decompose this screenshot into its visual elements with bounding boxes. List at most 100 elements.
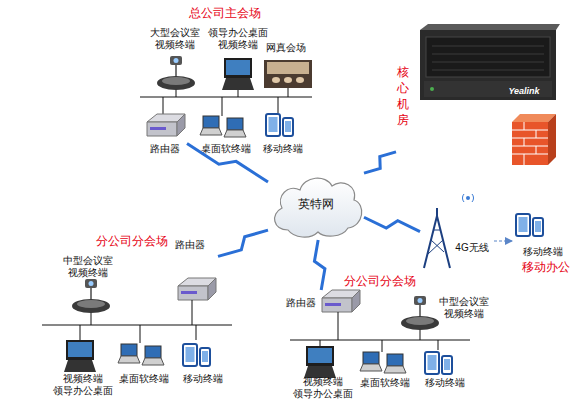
node-label: 桌面软终端	[195, 143, 257, 155]
firewall-mortar	[536, 130, 537, 138]
terminal-node: 桌面软终端	[355, 344, 415, 390]
terminal-node: 中型会议室 视频终端	[400, 294, 492, 330]
terminal-node: 中型会议室 视频终端	[58, 254, 118, 314]
node-label: 移动终端	[420, 377, 470, 389]
mobile-icon	[516, 214, 543, 236]
node-label: 视频终端 领导办公桌面	[288, 376, 358, 400]
lightning-link	[218, 230, 268, 256]
mobile-icon	[266, 114, 293, 136]
node-label: 路由器	[143, 143, 187, 155]
node-label: 路由器	[172, 239, 208, 251]
lan-drop	[196, 325, 197, 340]
tower-brace	[428, 240, 443, 254]
firewall-front	[512, 122, 548, 165]
telepresence-photo	[264, 60, 312, 88]
terminal-node: 大型会议室 视频终端	[145, 26, 205, 92]
lan-drop	[278, 97, 279, 113]
node-label: 英特网	[268, 197, 364, 211]
tower-leg	[424, 216, 437, 268]
server-body	[420, 30, 556, 100]
router-node: 路由器	[284, 290, 360, 316]
site-group: 总公司主会场大型会议室 视频终端领导办公桌面 视频终端网真会场路由器桌面软终端移…	[135, 3, 317, 163]
lan-drop	[91, 313, 92, 325]
terminal-node: 领导办公桌面 视频终端	[205, 26, 271, 94]
lan-drop	[192, 300, 193, 325]
telepresence-person	[284, 77, 292, 83]
lan-drop	[420, 330, 421, 340]
lightning-link	[364, 152, 396, 173]
node-label: 移动终端	[258, 143, 308, 155]
server-vent	[432, 70, 544, 71]
lan-drop	[382, 340, 383, 352]
firewall-mortar	[536, 146, 537, 154]
terminal-node: 视频终端 领导办公桌面	[288, 344, 358, 400]
node-label: 视频终端 领导办公桌面	[48, 373, 118, 397]
desk-terminal-icon	[64, 340, 96, 372]
signal-arc	[462, 194, 464, 202]
lan-bus	[140, 97, 312, 98]
node-label: 移动办公	[512, 260, 580, 274]
internet-cloud: 英特网	[268, 170, 364, 240]
firewall-side	[548, 114, 556, 165]
laptop-icon	[360, 352, 406, 373]
lan-drop	[140, 325, 141, 343]
terminal-node: 网真会场	[258, 40, 314, 90]
lan-drop	[163, 97, 164, 114]
terminal-node: 移动终端	[178, 338, 228, 390]
node-label: 移动终端	[178, 373, 228, 385]
server-strip	[424, 81, 552, 97]
terminal-node: 桌面软终端	[115, 338, 173, 390]
firewall-mortar	[524, 154, 525, 165]
node-label: 桌面软终端	[115, 373, 173, 385]
terminal-node: 视频终端 领导办公桌面	[48, 338, 118, 398]
terminal-node: 移动终端	[420, 344, 470, 390]
tower-leg	[437, 216, 450, 268]
firewall-mortar	[512, 146, 548, 147]
node-label: 中型会议室 视频终端	[58, 255, 118, 279]
signal-arc	[472, 194, 474, 202]
tower-antenna	[436, 208, 438, 216]
mobile-icon	[183, 344, 210, 366]
terminal-node: 桌面软终端	[195, 110, 257, 156]
telepresence-person	[272, 77, 280, 83]
lan-bus	[290, 340, 470, 341]
server-vent	[432, 62, 544, 63]
firewall-mortar	[524, 122, 525, 130]
lan-drop	[338, 312, 339, 340]
server-vent	[432, 46, 544, 47]
signal-dot	[466, 196, 470, 200]
brand-label: Yealink	[498, 86, 550, 96]
router-icon	[147, 114, 185, 136]
router-node: 路由器	[170, 236, 218, 302]
telepresence-person	[296, 77, 304, 83]
router-icon	[178, 278, 216, 300]
tower-brace	[431, 240, 444, 252]
wireless-tower: 4G无线	[420, 212, 494, 270]
conference-terminal-icon	[72, 279, 110, 313]
lightning-link	[314, 240, 324, 290]
site-heading: 分公司分会场	[340, 274, 420, 288]
node-label: 网真会场	[258, 42, 314, 54]
conference-terminal-icon	[401, 296, 439, 330]
lan-drop	[438, 340, 439, 350]
node-label: 大型会议室 视频终端	[145, 27, 205, 51]
lan-drop	[238, 90, 239, 97]
server-top	[420, 24, 560, 30]
lan-drop	[80, 325, 81, 340]
lan-drop	[288, 88, 289, 97]
conference-terminal-icon	[157, 56, 195, 90]
node-label: 桌面软终端	[355, 377, 415, 389]
lan-drop	[222, 97, 223, 116]
laptop-icon	[200, 116, 246, 137]
desk-terminal-icon	[222, 58, 254, 90]
laptop-icon	[118, 344, 164, 365]
site-heading: 总公司主会场	[175, 6, 275, 20]
node-label: 领导办公桌面 视频终端	[205, 27, 271, 51]
node-label: 4G无线	[450, 242, 494, 254]
site-heading: 分公司分会场	[92, 234, 172, 248]
lan-bus	[42, 325, 232, 326]
server-panel	[426, 37, 550, 77]
firewall-mortar	[512, 138, 548, 139]
node-label: 移动终端	[512, 246, 574, 258]
